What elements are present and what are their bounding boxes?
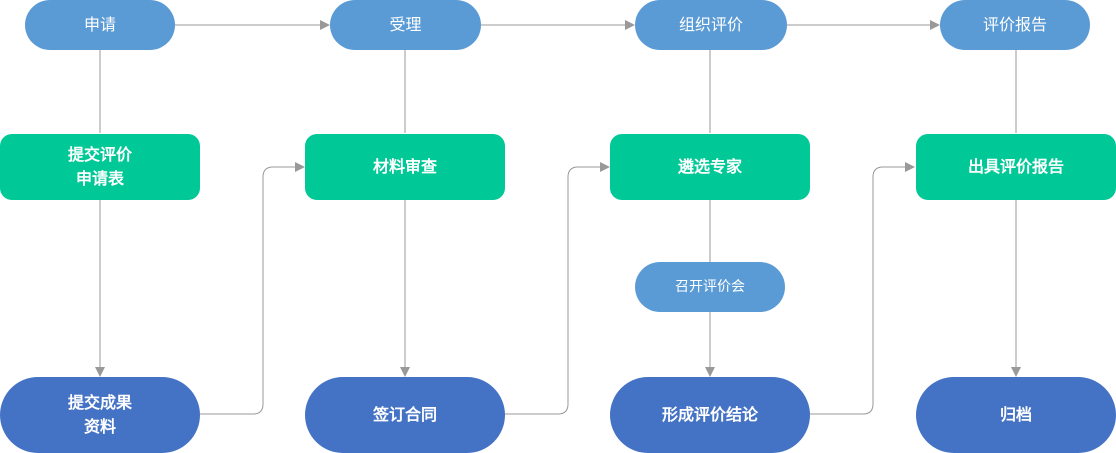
step-hold-evaluation-meeting: 召开评价会 — [635, 262, 785, 312]
result-submit-materials: 提交成果 资料 — [0, 377, 200, 453]
step-submit-application-form: 提交评价 申请表 — [0, 134, 200, 200]
arrow-sign-contract-to-select-experts — [505, 162, 610, 415]
result-form-conclusion: 形成评价结论 — [610, 377, 810, 453]
phase-accept: 受理 — [330, 0, 481, 50]
phase-evaluation-report: 评价报告 — [940, 0, 1090, 50]
arrow-submit-materials-to-material-review — [200, 162, 305, 415]
phase-organize-evaluation: 组织评价 — [635, 0, 787, 50]
result-archive: 归档 — [916, 377, 1116, 453]
arrow-form-conclusion-to-issue-report — [810, 162, 915, 415]
step-issue-evaluation-report: 出具评价报告 — [916, 134, 1116, 200]
step-select-experts: 遴选专家 — [610, 134, 810, 200]
result-sign-contract: 签订合同 — [305, 377, 505, 453]
step-material-review: 材料审查 — [305, 134, 505, 200]
phase-apply: 申请 — [25, 0, 175, 50]
